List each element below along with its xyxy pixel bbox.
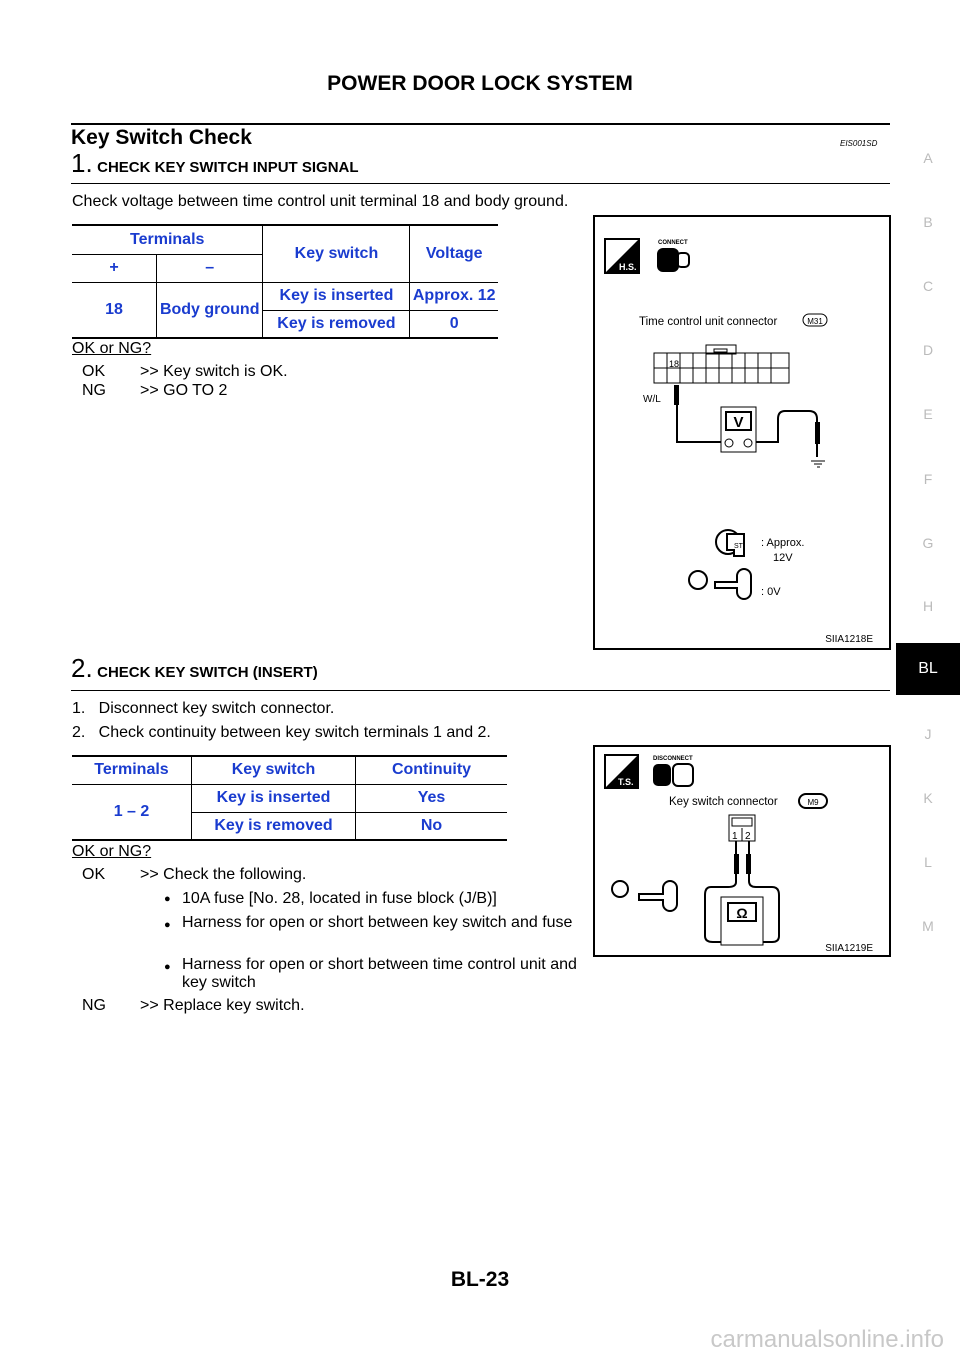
key-icon [611, 880, 678, 912]
zero-label: : 0V [761, 586, 781, 598]
connector-label: Key switch connector [669, 796, 778, 808]
bullet-item: ●Harness for open or short between time … [164, 956, 577, 991]
cell-value: 0 [409, 310, 498, 339]
cell-key: Key is removed [191, 812, 356, 841]
header-voltage: Voltage [409, 224, 498, 283]
disconnect-icon [653, 763, 694, 787]
connector-id: M9 [807, 798, 819, 807]
ok-ng-question: OK or NG? [72, 843, 152, 860]
instruction: Check voltage between time control unit … [72, 193, 569, 210]
section-title: Key Switch Check [71, 126, 252, 149]
index-tab-f[interactable]: F [923, 471, 933, 487]
connector-id: M31 [807, 317, 823, 326]
step2-heading: 2. CHECK KEY SWITCH (INSERT) [71, 653, 318, 684]
approx-label: : Approx. [761, 537, 804, 549]
cell-key: Key is removed [262, 310, 410, 339]
ng-result: >> GO TO 2 [140, 382, 228, 399]
index-tab-k[interactable]: K [923, 790, 933, 806]
cell-terminals: 1 – 2 [72, 784, 192, 841]
connector-diagram [653, 344, 790, 384]
header-minus: – [155, 254, 263, 283]
st-label: ST [734, 543, 744, 550]
header-key-switch: Key switch [262, 224, 410, 283]
index-tab-g[interactable]: G [922, 535, 934, 551]
index-tab-m[interactable]: M [922, 918, 934, 934]
figure-continuity-check: T.S. DISCONNECT Key switch connector M9 … [593, 745, 891, 957]
connector-label: Time control unit connector [639, 316, 777, 328]
ok-label: OK [82, 866, 106, 883]
index-tab-e[interactable]: E [923, 406, 933, 422]
instruction-item: 2. Check continuity between key switch t… [72, 724, 491, 741]
index-tab-d[interactable]: D [922, 342, 934, 358]
watermark: carmanualsonline.info [710, 1326, 944, 1353]
ng-label: NG [82, 382, 106, 399]
figure-id: SIIA1218E [825, 634, 873, 645]
ohmmeter: Ω [736, 905, 747, 921]
connector-icon [657, 248, 690, 272]
svg-text:T.S.: T.S. [618, 777, 634, 787]
page-title: POWER DOOR LOCK SYSTEM [327, 72, 633, 95]
hs-icon: H.S. [604, 238, 640, 274]
key-inserted-icon [715, 529, 745, 557]
cell-value: Yes [355, 784, 507, 813]
cell-key: Key is inserted [262, 282, 410, 311]
header-key-switch: Key switch [191, 755, 356, 785]
bullet-item: ●10A fuse [No. 28, located in fuse block… [164, 890, 497, 907]
header-plus: + [72, 254, 157, 283]
ng-label: NG [82, 997, 106, 1014]
cell-minus: Body ground [155, 282, 263, 339]
terminal-2: 2 [745, 831, 751, 842]
index-tab-b[interactable]: B [923, 214, 933, 230]
key-removed-icon [688, 568, 752, 600]
divider [71, 183, 890, 184]
ng-result: >> Replace key switch. [140, 997, 305, 1014]
section-rule [71, 123, 890, 125]
index-tab-l[interactable]: L [924, 854, 932, 870]
cell-value: No [355, 812, 507, 841]
step1-heading: 1. CHECK KEY SWITCH INPUT SIGNAL [71, 148, 359, 179]
terminal-1: 1 [732, 831, 738, 842]
header-terminals: Terminals [72, 755, 192, 785]
figure-voltage-check: H.S. CONNECT Time control unit connector… [593, 215, 891, 650]
instruction-item: 1. Disconnect key switch connector. [72, 700, 335, 717]
voltmeter: V [733, 414, 743, 431]
index-tab-h[interactable]: H [922, 598, 934, 614]
page-number: BL-23 [450, 1268, 510, 1291]
ok-result: >> Key switch is OK. [140, 363, 288, 380]
index-tab-a[interactable]: A [923, 150, 933, 166]
divider [71, 690, 890, 691]
wire-label: W/L [643, 394, 661, 405]
section-code: EIS001SD [840, 139, 878, 148]
approx-value: 12V [773, 552, 793, 564]
ok-ng-question: OK or NG? [72, 340, 152, 357]
bullet-item: ●Harness for open or short between key s… [164, 914, 573, 931]
step-title: CHECK KEY SWITCH (INSERT) [97, 664, 318, 681]
svg-text:H.S.: H.S. [619, 262, 637, 272]
index-tab-bl-active[interactable]: BL [896, 643, 960, 695]
disconnect-label: DISCONNECT [653, 756, 693, 762]
terminal-label: 18 [669, 359, 679, 369]
index-tab-j[interactable]: J [924, 726, 932, 742]
step-title: CHECK KEY SWITCH INPUT SIGNAL [97, 159, 359, 176]
ts-icon: T.S. [604, 754, 639, 789]
header-terminals: Terminals [72, 224, 263, 255]
ok-result: >> Check the following. [140, 866, 307, 883]
figure-id: SIIA1219E [825, 943, 873, 954]
cell-key: Key is inserted [191, 784, 356, 813]
cell-plus: 18 [72, 282, 157, 339]
step-number: 2. [71, 653, 93, 683]
index-tab-c[interactable]: C [922, 278, 934, 294]
ok-label: OK [82, 363, 106, 380]
cell-value: Approx. 12 [409, 282, 498, 311]
header-continuity: Continuity [355, 755, 507, 785]
connect-label: CONNECT [658, 240, 688, 246]
step-number: 1. [71, 148, 93, 178]
